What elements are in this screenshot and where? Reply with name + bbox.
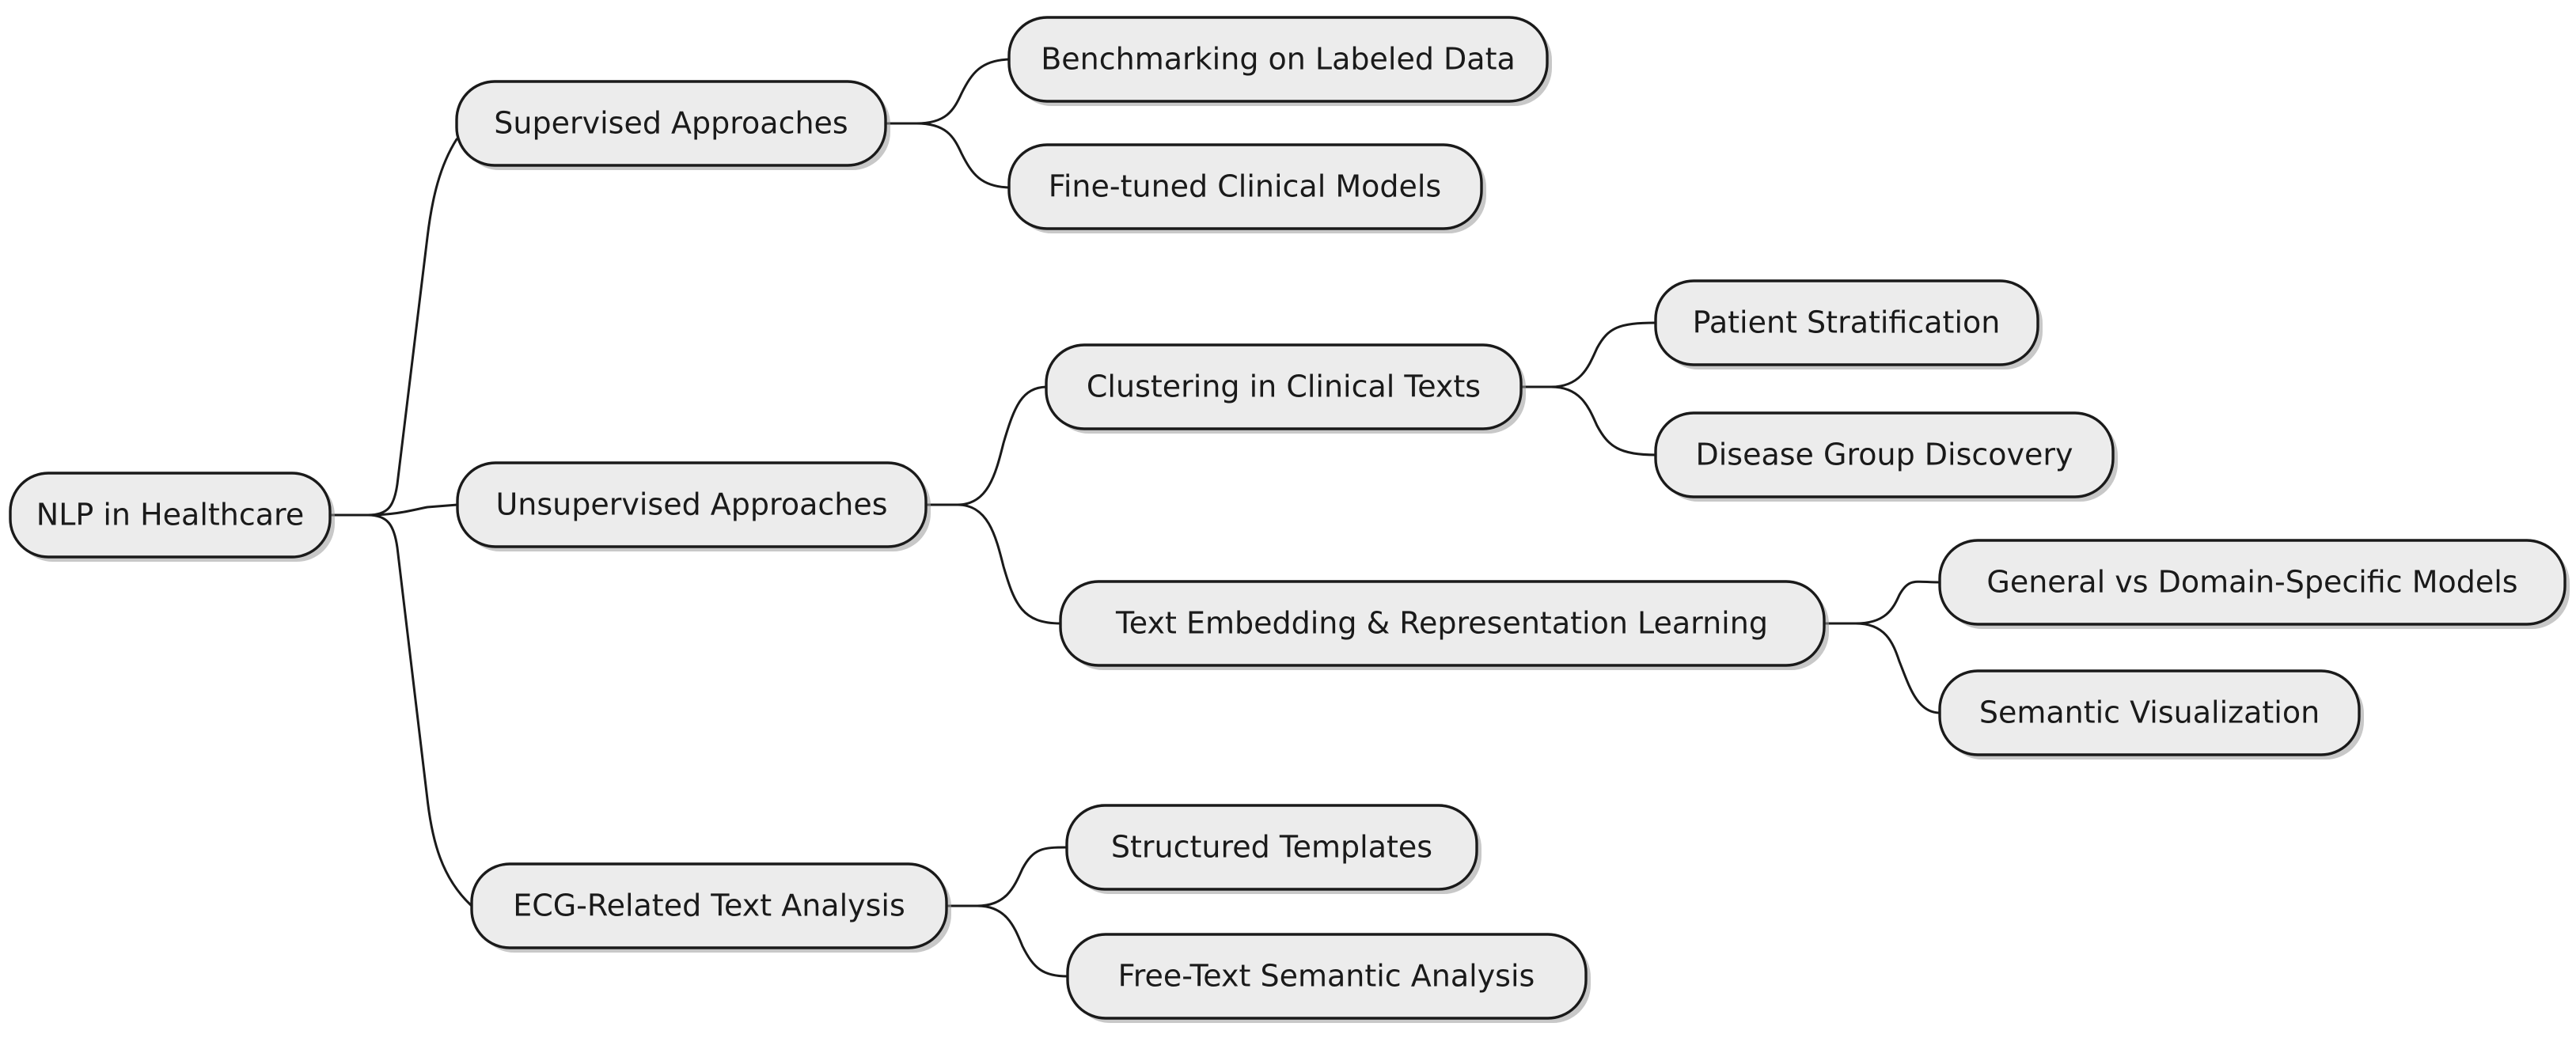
edge-unsupervised-to-clustering [924,385,1048,506]
node-ecg-related-text-analysis[interactable]: ECG-Related Text Analysis [470,862,951,953]
node-background[interactable] [9,472,332,559]
edge-ecg-to-structured-templates [945,846,1068,907]
node-label: Semantic Visualization [1979,695,2320,730]
node-label: Fine-tuned Clinical Models [1049,169,1441,204]
edge-text-embedding-to-semantic-visualization [1823,622,1941,714]
node-background[interactable] [1007,143,1483,230]
node-label: Clustering in Clinical Texts [1087,369,1481,404]
node-label: ECG-Related Text Analysis [513,888,905,923]
node-label: Patient Stratification [1693,305,2001,340]
node-unsupervised-approaches[interactable]: Unsupervised Approaches [456,461,931,551]
edge-clustering-to-disease-group [1519,385,1657,456]
edge-unsupervised-to-text-embedding [924,503,1062,625]
node-label: Supervised Approaches [494,106,848,141]
edge-ecg-to-freetext-semantic [945,904,1069,978]
node-label: Unsupervised Approaches [495,487,887,522]
edge-supervised-to-finetuned [884,122,1011,189]
node-free-text-semantic-analysis[interactable]: Free-Text Semantic Analysis [1066,933,1591,1023]
node-label: Benchmarking on Labeled Data [1041,42,1516,77]
node-background[interactable] [1654,411,2115,498]
node-background[interactable] [1066,933,1588,1020]
edge-clustering-to-patient-stratification [1519,321,1657,388]
node-background[interactable] [455,80,887,167]
node-background[interactable] [1059,580,1826,667]
node-background[interactable] [456,461,928,548]
edge-layer [328,58,1941,978]
node-label: Structured Templates [1111,830,1432,865]
edge-text-embedding-to-general-vs-domain [1823,580,1941,625]
node-label: Disease Group Discovery [1695,438,2073,472]
edge-root-to-supervised [328,138,458,517]
node-background[interactable] [470,862,948,949]
node-background[interactable] [1938,539,2567,626]
edge-root-to-ecg [328,513,473,907]
node-background[interactable] [1007,16,1549,103]
node-background[interactable] [1938,669,2361,756]
node-fine-tuned-clinical-models[interactable]: Fine-tuned Clinical Models [1007,143,1486,233]
node-nlp-in-healthcare[interactable]: NLP in Healthcare [9,472,335,562]
node-text-embedding-and-representation-learning[interactable]: Text Embedding & Representation Learning [1059,580,1829,670]
node-label: Text Embedding & Representation Learning [1115,606,1768,641]
node-benchmarking-on-labeled-data[interactable]: Benchmarking on Labeled Data [1007,16,1552,106]
node-label: Free-Text Semantic Analysis [1118,959,1535,994]
node-supervised-approaches[interactable]: Supervised Approaches [455,80,890,170]
edge-root-to-unsupervised [328,503,459,517]
node-general-vs-domain-specific-models[interactable]: General vs Domain-Specific Models [1938,539,2570,629]
node-background[interactable] [1045,343,1523,430]
node-semantic-visualization[interactable]: Semantic Visualization [1938,669,2364,760]
node-label: General vs Domain-Specific Models [1986,565,2517,600]
node-background[interactable] [1065,804,1478,891]
node-label: NLP in Healthcare [36,498,304,532]
node-background[interactable] [1654,279,2039,366]
edge-supervised-to-benchmarking [884,58,1011,125]
node-structured-templates[interactable]: Structured Templates [1065,804,1481,894]
node-clustering-in-clinical-texts[interactable]: Clustering in Clinical Texts [1045,343,1526,434]
node-disease-group-discovery[interactable]: Disease Group Discovery [1654,411,2118,502]
node-patient-stratification[interactable]: Patient Stratification [1654,279,2043,369]
